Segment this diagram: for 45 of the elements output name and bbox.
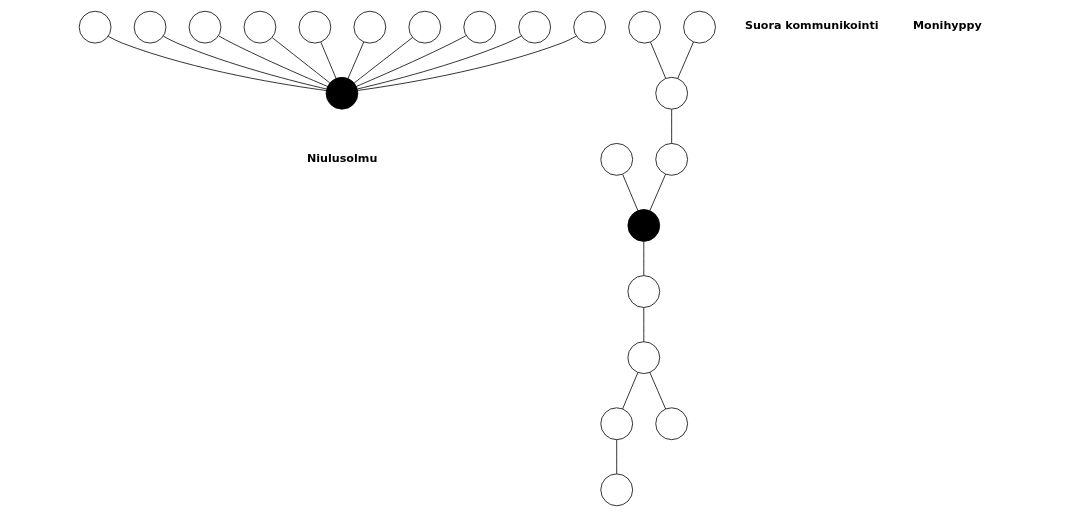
node-circle [353, 10, 387, 44]
connector [272, 37, 331, 84]
connector [643, 307, 645, 343]
node-circle [600, 407, 634, 441]
node-label: Niulusolmu [306, 151, 378, 165]
connector [622, 372, 639, 410]
node-circle [78, 10, 112, 44]
connector [162, 35, 327, 90]
node-circle [655, 76, 688, 110]
node-circle [298, 10, 332, 44]
node-circle [655, 143, 688, 176]
node-circle [325, 76, 359, 110]
connector [218, 35, 328, 87]
node-circle [627, 275, 661, 308]
node-circle [627, 341, 661, 374]
node-circle [408, 10, 442, 44]
connector [353, 37, 413, 84]
connector [677, 41, 694, 79]
node-circle [627, 209, 661, 242]
node-circle [243, 10, 277, 44]
node-circle [133, 10, 167, 44]
node-circle [628, 10, 661, 44]
connector [649, 372, 667, 410]
node-circle [600, 473, 634, 507]
connector [616, 439, 618, 475]
connector [649, 173, 666, 212]
node-circle [655, 407, 688, 441]
node-circle [188, 10, 222, 44]
connector [622, 174, 639, 211]
connector [671, 108, 673, 144]
connector [356, 35, 522, 90]
connector [355, 35, 467, 87]
node-circle [518, 10, 551, 44]
connector [650, 41, 667, 79]
connector [107, 35, 327, 91]
connector [643, 241, 645, 276]
node-circle [600, 143, 634, 176]
node-circle [463, 10, 497, 44]
connector [357, 35, 577, 91]
connector [347, 41, 365, 79]
label: Monihyppy [912, 19, 982, 33]
node-circle [573, 10, 606, 44]
node-circle [683, 10, 716, 44]
connector [320, 41, 337, 79]
label: Suora kommunikointi [744, 19, 879, 33]
